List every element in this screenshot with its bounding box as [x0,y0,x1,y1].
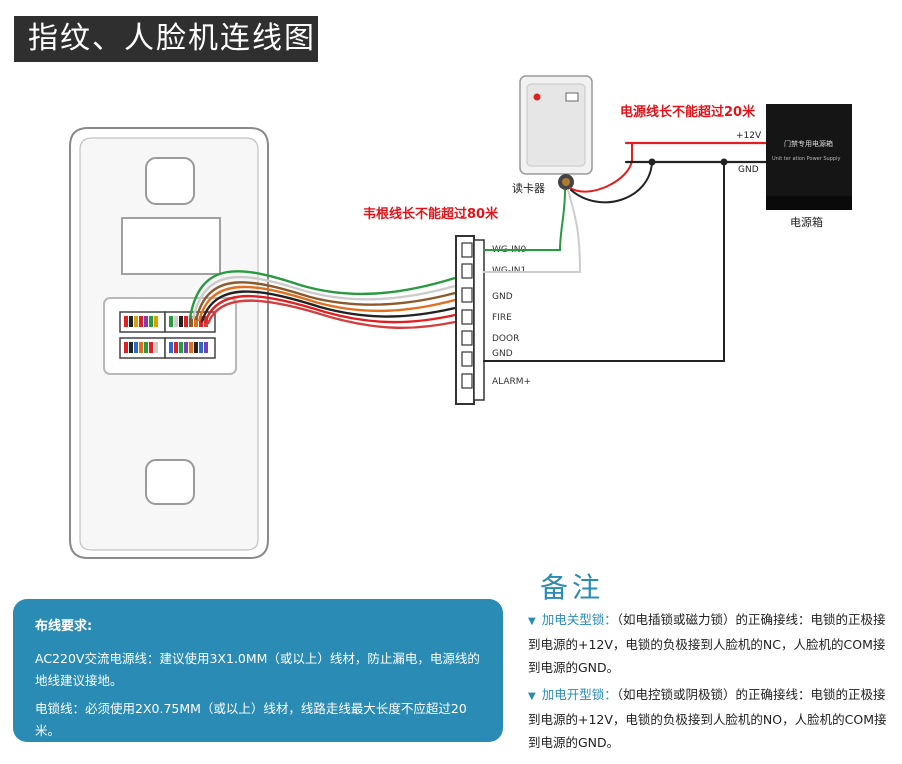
wiring-requirements-title: 布线要求: [35,619,93,634]
top-button [145,157,195,205]
note-key: 加电关型锁： [541,612,617,627]
triangle-down-icon: ▼ [528,691,536,702]
led-indicator [533,93,541,101]
lock-wire-requirement: 电锁线：必须使用2X0.75MM（或以上）线材，线路走线最大长度不应超过20米。 [35,701,467,738]
power-box-subtitle: Unit ter ation Power Supply [772,156,840,162]
card-reader-label: 读卡器 [512,181,545,195]
note-item: ▼ 加电关型锁：（如电插锁或磁力锁）的正确接线：电锁的正极接到电源的+12V，电锁… [528,608,890,679]
cable-bundle [188,270,456,329]
power-box [766,104,852,210]
wiring-diagram: WG-IN0 WG-IN1 GND FIRE DOOR GND ALARM+ 读… [69,75,852,559]
wiegand-length-note: 韦根线长不能超过80米 [363,206,499,222]
notes-title: 备注 [540,571,605,604]
sensor-window [121,217,221,275]
power-length-note: 电源线长不能超过20米 [620,104,756,120]
wires [483,141,768,362]
note-text: （如电插锁或磁力锁）的正确接线：电锁的正极接到电源的+12V，电锁的负极接到人脸… [528,612,886,675]
junction-dot [648,158,656,166]
page-title: 指纹、人脸机连线图 [14,16,318,62]
v12-label: +12V [736,131,762,141]
face-device [69,127,269,559]
terminal-label: DOOR [492,334,519,344]
card-reader [519,75,593,190]
terminal-label: GND [492,292,513,302]
triangle-down-icon: ▼ [528,616,536,627]
note-text: （如电控锁或阴极锁）的正确接线：电锁的正极接到电源的+12V，电锁的负极接到人脸… [528,687,887,750]
connector-panel [103,297,237,375]
note-item: ▼ 加电开型锁：（如电控锁或阴极锁）的正确接线：电锁的正极接到电源的+12V，电锁… [528,683,890,754]
wiring-requirements-panel: 布线要求: AC220V交流电源线：建议使用3X1.0MM（或以上）线材，防止漏… [13,599,503,742]
terminal-label: FIRE [492,313,512,323]
junction-dot [720,158,728,166]
terminal-label: ALARM+ [492,377,531,387]
power-box-label: 电源箱 [790,215,823,229]
gnd-rail-label: GND [738,165,759,175]
terminal-label: GND [492,349,513,359]
power-box-title: 门禁专用电源箱 [784,139,833,148]
terminal-strip [455,235,485,405]
note-key: 加电开型锁： [541,687,617,702]
ac-power-requirement: AC220V交流电源线：建议使用3X1.0MM（或以上）线材，防止漏电，电源线的… [35,651,480,688]
bottom-button [145,459,195,505]
